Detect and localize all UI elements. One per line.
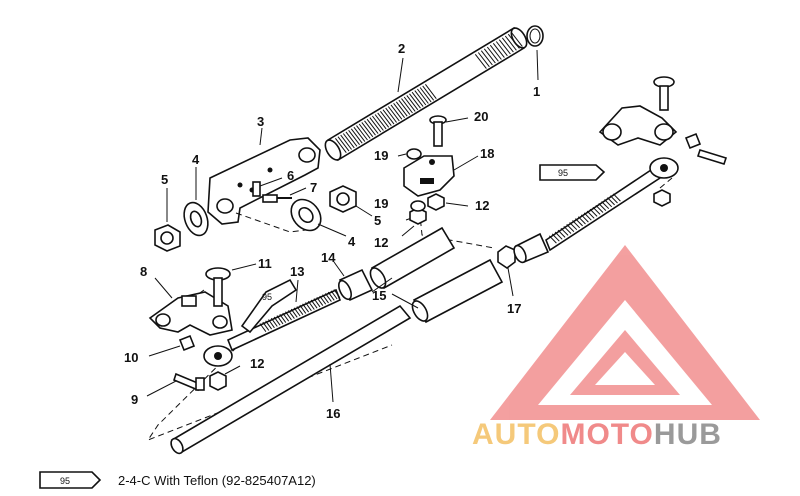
clamp-block-part-18	[403, 155, 455, 197]
callout-11: 11	[258, 256, 272, 271]
callout-4: 4	[192, 152, 200, 167]
callout-16: 16	[326, 406, 340, 421]
clip-part-10	[178, 334, 196, 352]
callout-5: 5	[161, 172, 168, 187]
callout-10: 10	[124, 350, 138, 365]
callout-2: 2	[398, 41, 405, 56]
hex-nut-part-5-right	[329, 185, 357, 213]
tube-label-right: 95	[558, 168, 568, 178]
watermark-moto: MOTO	[560, 418, 653, 451]
callout-20: 20	[474, 109, 488, 124]
bolt-right-top	[653, 76, 675, 111]
steering-rod-part-16	[170, 304, 412, 455]
callout-labels: 1 2 3 4 4 5 5 6 7 8 9 10 11 12 12 12 13 …	[124, 41, 540, 421]
bolt-part-9	[173, 372, 205, 392]
nut-part-17	[497, 245, 516, 269]
washer-part-19-lower	[410, 200, 426, 212]
callout-12: 12	[374, 235, 388, 250]
callout-7: 7	[310, 180, 317, 195]
callout-12: 12	[250, 356, 264, 371]
nut-part-12-left	[209, 371, 227, 391]
bolt-right	[696, 149, 728, 165]
callout-19: 19	[374, 148, 388, 163]
bushing-part-15-lower	[411, 258, 504, 324]
tie-rod-part-13	[203, 288, 342, 367]
legend-text: 2-4-C With Teflon (92-825407A12)	[118, 473, 316, 488]
callout-19: 19	[374, 196, 388, 211]
hex-nut-part-5-left	[154, 224, 181, 252]
callout-5: 5	[374, 213, 381, 228]
tube-label-left: 95	[262, 292, 272, 302]
callout-13: 13	[290, 264, 304, 279]
watermark-hub: HUB	[654, 418, 722, 451]
bolt-part-11	[205, 267, 231, 307]
bolt-part-20	[429, 115, 447, 147]
threaded-tube-part-2	[324, 26, 528, 162]
watermark-text: AUTOMOTOHUB	[472, 418, 722, 451]
washer-part-19-upper	[406, 148, 422, 160]
callout-4: 4	[348, 234, 356, 249]
steering-bracket-right	[598, 105, 678, 146]
o-ring-part-1	[526, 25, 544, 47]
callout-9: 9	[131, 392, 138, 407]
watermark-auto: AUTO	[472, 418, 560, 451]
washer-part-4-left	[183, 201, 209, 237]
lubricant-tube-icon: 95	[240, 278, 298, 334]
nut-part-12-mid	[427, 193, 445, 211]
legend-tube-icon	[39, 471, 102, 489]
callout-14: 14	[321, 250, 336, 265]
legend-tube-label: 95	[60, 476, 70, 486]
screw-part-7	[262, 194, 292, 203]
watermark-logo-icon	[490, 245, 760, 420]
callout-8: 8	[140, 264, 147, 279]
nut-right-small	[653, 189, 671, 207]
callout-3: 3	[257, 114, 264, 129]
legend: 95 2-4-C With Teflon (92-825407A12)	[39, 471, 316, 489]
callout-15: 15	[372, 288, 386, 303]
callout-18: 18	[480, 146, 494, 161]
washer-part-4-right	[290, 198, 322, 232]
clip-right	[684, 132, 702, 150]
lubricant-tube-icon-right: 95	[539, 164, 606, 181]
callout-1: 1	[533, 84, 540, 99]
screw-part-6	[252, 181, 261, 197]
callout-17: 17	[507, 301, 521, 316]
callout-6: 6	[287, 168, 294, 183]
steering-bracket-part-8	[148, 291, 233, 336]
bushing-part-15-upper	[369, 226, 456, 290]
bushing-right	[513, 232, 550, 264]
bushing-part-14	[338, 268, 374, 302]
callout-12: 12	[475, 198, 489, 213]
tie-rod-right	[545, 157, 679, 252]
